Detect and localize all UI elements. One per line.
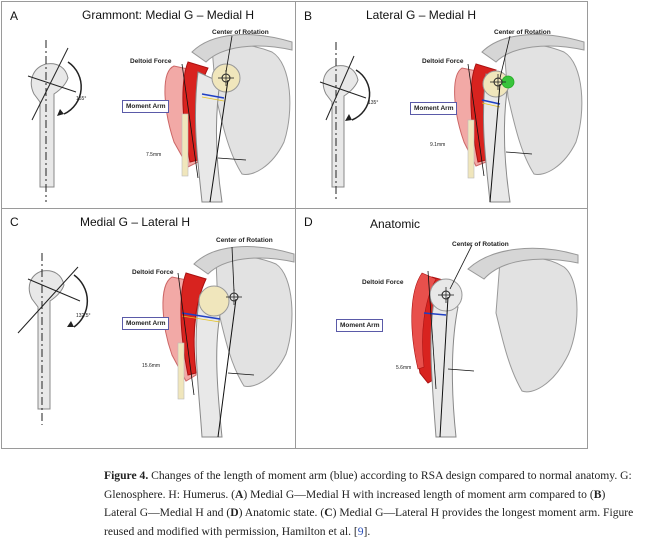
panel-c: C Medial G – Lateral H 132.5° Center of …	[2, 209, 295, 448]
panel-c-title: Medial G – Lateral H	[80, 215, 191, 229]
caption-b: B	[593, 487, 602, 501]
panel-a-angle: 155°	[76, 96, 87, 102]
panel-a-illustration	[27, 34, 293, 203]
panel-b-title: Lateral G – Medial H	[366, 8, 477, 22]
panel-b: B Lateral G – Medial H 135° Center of Ro…	[296, 2, 587, 208]
panel-b-angle: 135°	[368, 100, 379, 106]
caption-c: C	[324, 506, 333, 520]
panel-d-measure: 5.6mm	[396, 365, 412, 371]
panel-d: D Anatomic Center of Rotation Deltoid Fo…	[296, 209, 587, 448]
panel-a: A Grammont: Medial G – Medial H 155° Cen…	[2, 2, 295, 208]
panel-a-center-label: Center of Rotation	[212, 29, 269, 36]
panel-b-illustration	[319, 34, 585, 203]
panel-a-moment-arm-label: Moment Arm	[122, 100, 170, 113]
panel-b-letter: B	[304, 9, 313, 23]
caption-d: D	[230, 506, 239, 520]
panel-c-moment-arm-label: Moment Arm	[122, 317, 170, 330]
panel-d-title: Anatomic	[370, 217, 421, 231]
panel-divider-vertical	[295, 2, 296, 448]
panel-a-letter: A	[10, 9, 19, 23]
panel-b-deltoid-label: Deltoid Force	[422, 58, 464, 65]
panel-d-illustration	[411, 244, 579, 438]
panel-d-moment-arm-label: Moment Arm	[336, 319, 384, 332]
panel-c-letter: C	[10, 215, 19, 229]
panel-a-title: Grammont: Medial G – Medial H	[82, 8, 255, 22]
panel-b-center-label: Center of Rotation	[494, 29, 551, 36]
caption-label: Figure 4.	[104, 469, 149, 482]
panel-c-deltoid-label: Deltoid Force	[132, 269, 174, 276]
figure-caption: Figure 4. Changes of the length of momen…	[104, 467, 639, 541]
caption-text-3: ) Lateral G—Medial H and (	[104, 487, 606, 520]
panel-d-letter: D	[304, 215, 313, 229]
caption-a: A	[235, 487, 244, 501]
figure: A Grammont: Medial G – Medial H 155° Cen…	[1, 1, 588, 449]
reference-link[interactable]: 9	[357, 524, 364, 538]
caption-text-2: ) Medial G—Medial H with increased lengt…	[243, 487, 594, 501]
panel-b-measure: 9.1mm	[430, 142, 446, 148]
panel-a-deltoid-label: Deltoid Force	[130, 58, 172, 65]
panel-d-center-label: Center of Rotation	[452, 241, 509, 248]
caption-text-5: ) Medial G—Lateral H provides the longes…	[104, 506, 634, 538]
caption-text-1: Changes of the length of moment arm (blu…	[104, 469, 632, 501]
panel-divider-horizontal	[2, 208, 587, 209]
panel-a-measure: 7.5mm	[146, 152, 162, 158]
panel-c-angle: 132.5°	[76, 313, 91, 319]
panel-d-deltoid-label: Deltoid Force	[362, 279, 404, 286]
panel-c-center-label: Center of Rotation	[216, 237, 273, 244]
caption-text-6: ].	[363, 524, 371, 538]
panel-c-illustration	[17, 246, 295, 438]
panel-b-moment-arm-label: Moment Arm	[410, 102, 458, 115]
panel-c-measure: 15.6mm	[142, 363, 161, 369]
caption-text-4: ) Anatomic state. (	[238, 506, 325, 520]
